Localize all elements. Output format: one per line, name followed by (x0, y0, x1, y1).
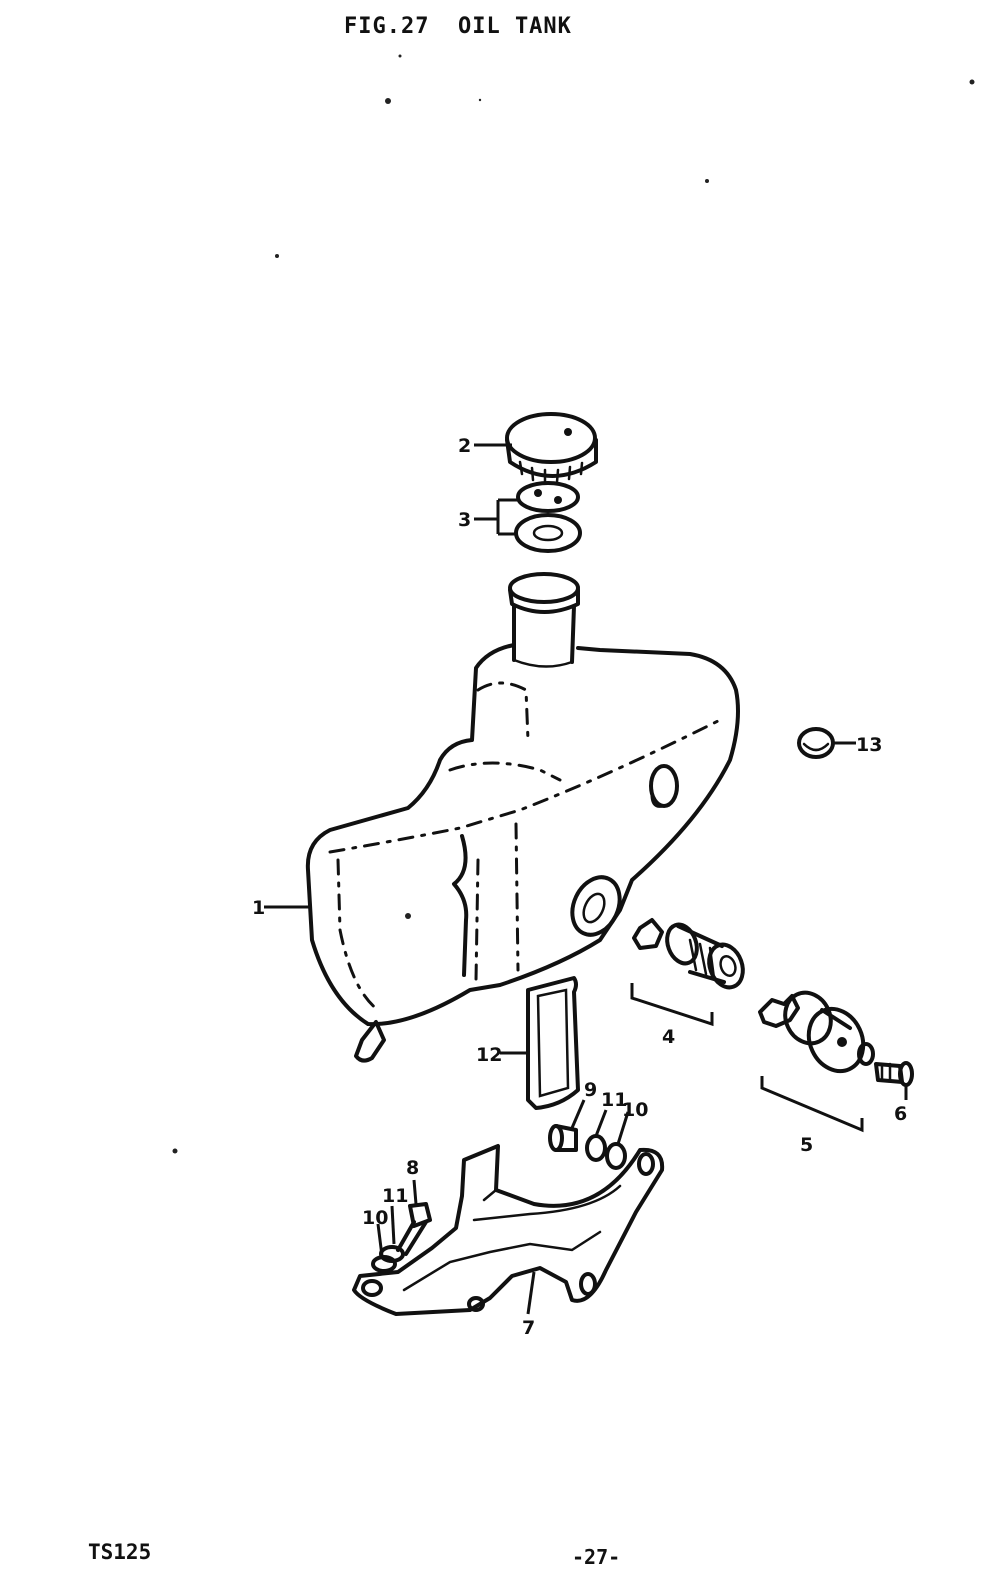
outlet-fitting (632, 918, 745, 990)
callout-numbers: 2 3 1 13 12 4 5 6 9 11 10 8 11 10 7 (252, 435, 907, 1339)
mounting-bracket (352, 1144, 665, 1316)
leader-lines (264, 443, 908, 1315)
filter-screw (874, 1061, 914, 1087)
callout-7: 7 (522, 1317, 535, 1339)
bolt-washer-set-upper (548, 1124, 627, 1170)
callout-4: 4 (662, 1026, 675, 1048)
figure-title: FIG.27 OIL TANK (344, 14, 572, 39)
callout-6: 6 (894, 1103, 907, 1125)
callout-1: 1 (252, 897, 265, 919)
tank-band (526, 976, 580, 1110)
scan-specks (172, 54, 975, 1154)
bolt-washer-set-lower (371, 1202, 432, 1273)
callout-2: 2 (458, 435, 471, 457)
oil-tank-body (305, 572, 740, 1063)
callout-11-lower: 11 (382, 1185, 408, 1207)
callout-10-lower: 10 (362, 1207, 388, 1229)
callout-11-upper: 11 (601, 1089, 627, 1111)
callout-12: 12 (476, 1044, 502, 1066)
filler-cap (505, 412, 598, 484)
cap-gaskets (514, 481, 582, 553)
page-number: -27- (572, 1545, 621, 1569)
callout-10-upper: 10 (622, 1099, 648, 1121)
callout-9: 9 (584, 1079, 597, 1101)
callout-13: 13 (856, 734, 882, 756)
oil-filter-assembly (758, 990, 875, 1074)
model-code: TS125 (88, 1540, 152, 1564)
callout-5: 5 (800, 1134, 813, 1156)
callout-3: 3 (458, 509, 471, 531)
grommet (797, 727, 835, 759)
callout-8: 8 (406, 1157, 419, 1179)
